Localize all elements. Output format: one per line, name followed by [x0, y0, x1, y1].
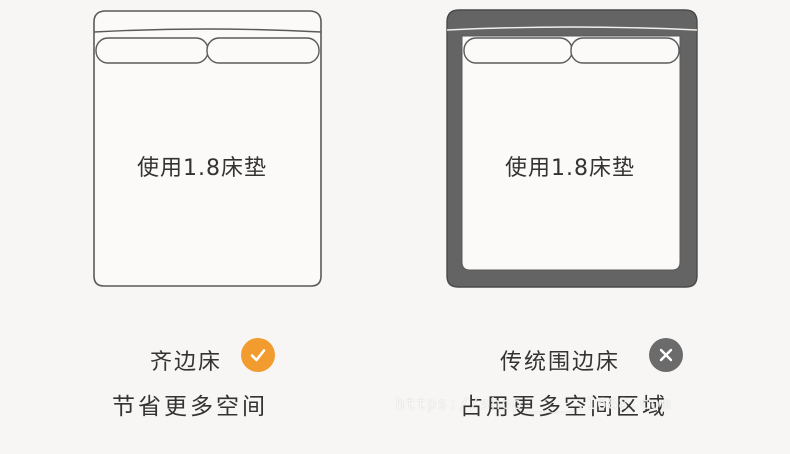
flush-bed-headboard-line: [93, 28, 322, 33]
traditional-bed-pillow-right: [570, 37, 680, 64]
traditional-bed-headboard-line: [446, 26, 698, 31]
flush-edge-bed: [93, 10, 322, 287]
left-mattress-label: 使用1.8床垫: [137, 156, 267, 181]
flush-bed-pillow-left: [95, 37, 209, 64]
right-mattress-label: 使用1.8床垫: [505, 156, 635, 181]
check-icon: [250, 349, 266, 362]
right-type-label: 传统围边床: [500, 350, 621, 375]
watermark-text: https://shop_____.1688.com: [395, 394, 672, 413]
left-type-label: 齐边床: [150, 350, 223, 375]
left-description: 节省更多空间: [112, 394, 268, 420]
right-description: 占用更多空间区域: [460, 394, 668, 420]
traditional-bed-pillow-left: [463, 37, 573, 64]
left-status-badge: [241, 338, 275, 372]
flush-bed-pillow-right: [206, 37, 320, 64]
traditional-bed: [446, 9, 698, 288]
flush-bed-outline: [93, 10, 322, 287]
cross-icon: [659, 348, 673, 362]
traditional-bed-mattress: [461, 35, 681, 271]
right-status-badge: [649, 338, 683, 372]
